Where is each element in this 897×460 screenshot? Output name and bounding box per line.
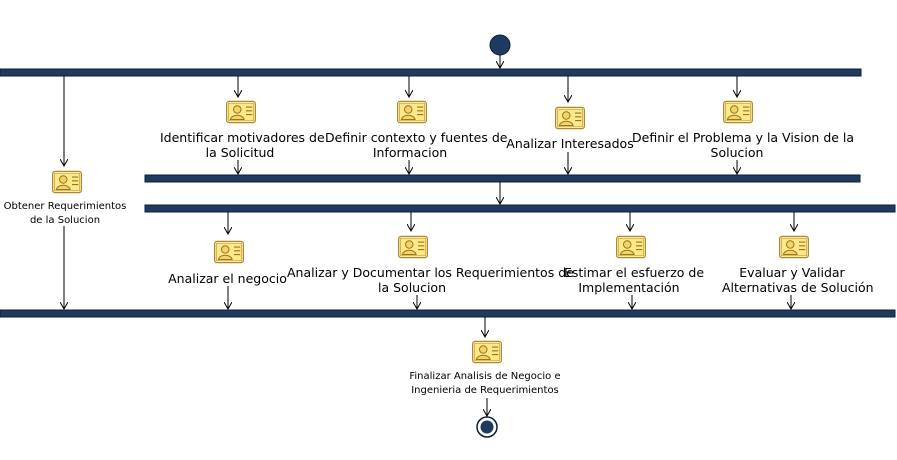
activity-icon (52, 170, 82, 194)
initial-node (489, 34, 511, 56)
activity-icon (779, 235, 809, 259)
activity-label: Analizar Interesados (506, 136, 634, 151)
activity-icon (398, 235, 428, 259)
activity-icon (555, 106, 585, 130)
activity-label: Analizar el negocio (168, 271, 287, 286)
join-bar-2 (0, 309, 896, 318)
fork-bar-1 (0, 68, 862, 77)
activity-label: Analizar y Documentar los Requerimientos… (287, 265, 574, 295)
activity-icon (723, 100, 753, 124)
final-node (480, 420, 494, 434)
fork-bar-2 (144, 204, 896, 213)
activity-icon (397, 100, 427, 124)
activity-icon (214, 240, 244, 264)
activity-icon (472, 340, 502, 364)
activity-icon (616, 235, 646, 259)
join-bar-1 (144, 174, 861, 183)
control-flows (64, 55, 794, 416)
activity-icon (226, 100, 256, 124)
